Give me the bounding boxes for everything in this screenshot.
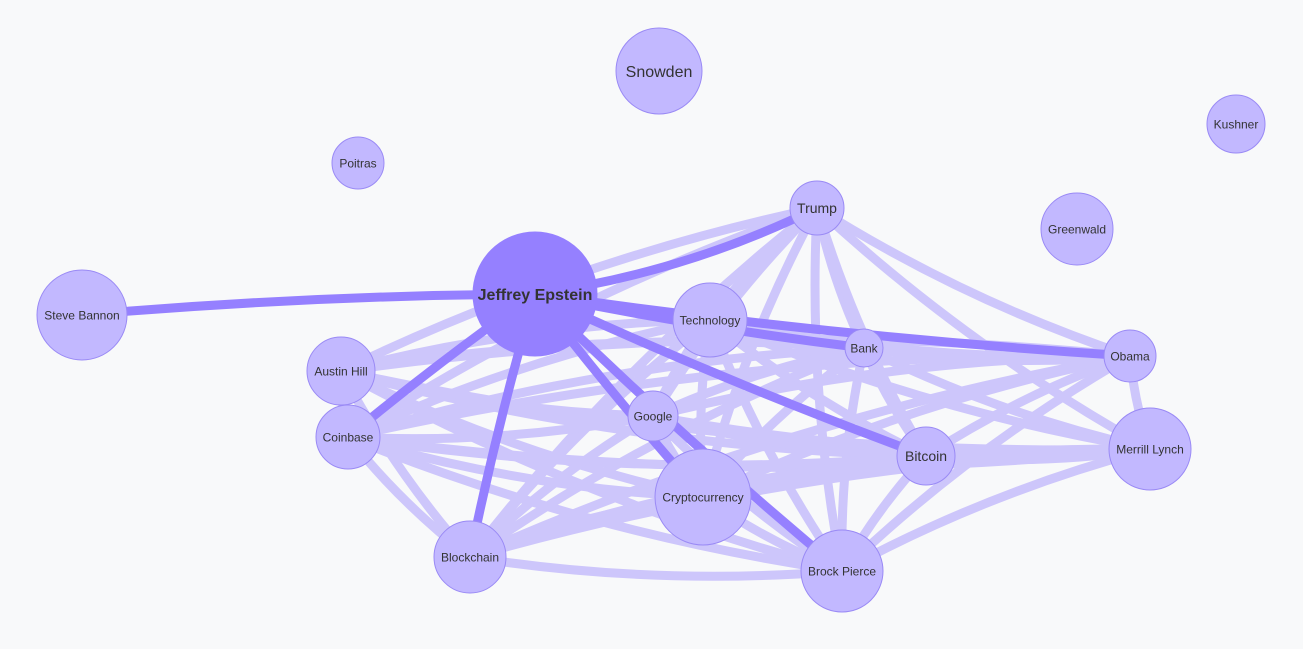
node-poitras[interactable]: Poitras bbox=[331, 136, 385, 190]
nodes-layer: SnowdenKushnerPoitrasTrumpGreenwaldSteve… bbox=[36, 27, 1266, 613]
node-circle bbox=[315, 404, 381, 470]
node-circle bbox=[672, 282, 748, 358]
node-circle bbox=[331, 136, 385, 190]
node-bank[interactable]: Bank bbox=[844, 328, 884, 368]
node-bannon[interactable]: Steve Bannon bbox=[36, 269, 128, 361]
node-brockpierce[interactable]: Brock Pierce bbox=[800, 529, 884, 613]
node-snowden[interactable]: Snowden bbox=[615, 27, 703, 115]
node-circle bbox=[844, 328, 884, 368]
node-label: Jeffrey Epstein bbox=[478, 287, 593, 304]
node-technology[interactable]: Technology bbox=[672, 282, 748, 358]
node-circle bbox=[433, 520, 507, 594]
node-circle bbox=[800, 529, 884, 613]
edges-layer bbox=[77, 203, 1155, 581]
node-circle bbox=[627, 390, 679, 442]
node-circle bbox=[1206, 94, 1266, 154]
node-circle bbox=[1108, 407, 1192, 491]
node-label: Austin Hill bbox=[314, 364, 367, 378]
node-circle bbox=[306, 336, 376, 406]
edge-trump-obama bbox=[812, 203, 1135, 361]
edge-blockchain-brockpierce bbox=[465, 552, 847, 581]
node-label: Coinbase bbox=[323, 430, 374, 444]
node-label: Bank bbox=[850, 341, 878, 355]
node-greenwald[interactable]: Greenwald bbox=[1040, 192, 1114, 266]
node-epstein[interactable]: Jeffrey Epstein bbox=[472, 231, 598, 357]
node-label: Merrill Lynch bbox=[1116, 442, 1184, 456]
node-circle bbox=[896, 426, 956, 486]
edge-merrilllynch-blockchain bbox=[465, 444, 1155, 562]
node-google[interactable]: Google bbox=[627, 390, 679, 442]
edge-merrilllynch-brockpierce bbox=[837, 444, 1155, 576]
node-blockchain[interactable]: Blockchain bbox=[433, 520, 507, 594]
edge-obama-google bbox=[648, 351, 1135, 421]
edge-trump-brockpierce bbox=[810, 203, 847, 576]
node-circle bbox=[1040, 192, 1114, 266]
node-kushner[interactable]: Kushner bbox=[1206, 94, 1266, 154]
node-label: Blockchain bbox=[441, 550, 499, 564]
node-obama[interactable]: Obama bbox=[1103, 329, 1157, 383]
node-label: Bitcoin bbox=[905, 448, 947, 464]
edge-technology-coinbase bbox=[343, 315, 715, 442]
node-circle bbox=[615, 27, 703, 115]
node-label: Steve Bannon bbox=[44, 308, 119, 322]
node-circle bbox=[472, 231, 598, 357]
edge-bank-google bbox=[648, 343, 869, 421]
edge-trump-merrilllynch bbox=[812, 203, 1155, 454]
node-label: Greenwald bbox=[1048, 222, 1106, 236]
node-label: Trump bbox=[797, 200, 837, 216]
node-label: Google bbox=[634, 409, 673, 423]
node-cryptocurrency[interactable]: Cryptocurrency bbox=[654, 448, 752, 546]
node-label: Snowden bbox=[626, 64, 693, 81]
node-label: Kushner bbox=[1214, 117, 1259, 131]
node-label: Brock Pierce bbox=[808, 564, 876, 578]
node-circle bbox=[1103, 329, 1157, 383]
node-coinbase[interactable]: Coinbase bbox=[315, 404, 381, 470]
node-circle bbox=[654, 448, 752, 546]
node-circle bbox=[789, 180, 845, 236]
node-label: Poitras bbox=[339, 156, 376, 170]
node-label: Cryptocurrency bbox=[662, 490, 743, 504]
node-bitcoin[interactable]: Bitcoin bbox=[896, 426, 956, 486]
node-trump[interactable]: Trump bbox=[789, 180, 845, 236]
node-merrilllynch[interactable]: Merrill Lynch bbox=[1108, 407, 1192, 491]
node-austinhill[interactable]: Austin Hill bbox=[306, 336, 376, 406]
node-label: Technology bbox=[680, 313, 741, 327]
node-label: Obama bbox=[1110, 349, 1150, 363]
node-circle bbox=[36, 269, 128, 361]
